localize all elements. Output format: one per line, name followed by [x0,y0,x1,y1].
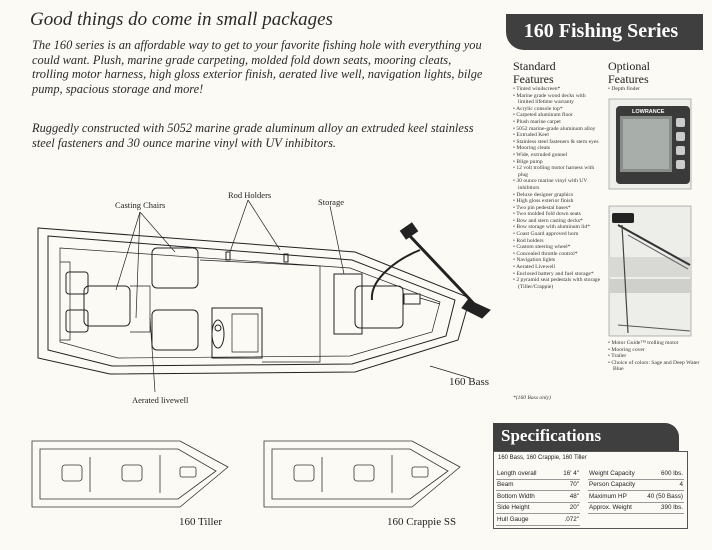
spec-value: 16' 4" [554,468,580,480]
feature-item: Wide, extruded gunnel [513,152,601,159]
series-title: 160 Fishing Series [523,20,679,42]
feature-item: Bow storage with aluminum lid* [513,224,601,231]
feature-item: Acrylic console top* [513,106,601,113]
spec-models: 160 Bass, 160 Crappie, 160 Tiller [498,455,587,461]
front-seat [354,285,404,329]
spec-value: 600 lbs. [641,468,684,480]
footnote: *(160 Bass only) [513,395,551,401]
spec-label: Side Height [496,502,555,514]
optional-features-list-top: Depth finder [608,86,704,93]
feature-item: Aerated Livewell [513,264,601,271]
optional-features-list-bottom: Motor Guide™ trolling motorMooring cover… [608,340,704,373]
feature-item: Bilge pump [513,159,601,166]
spec-label: Hull Gauge [496,513,555,526]
label-160-tiller: 160 Tiller [179,516,223,528]
feature-item: Two pin pedestal bases* [513,205,601,212]
crappie-boat-diagram [263,440,461,508]
feature-item: Deluxe designer graphics [513,192,601,199]
feature-item: Coast Guard approved horn [513,231,601,238]
spec-value: 4 [641,479,684,491]
label-aerated-livewell: Aerated livewell [132,395,189,405]
spec-value: .072" [554,513,580,526]
right-panel: 160 Fishing Series Standard Features Opt… [496,0,712,550]
feature-item: Motor Guide™ trolling motor [608,340,704,347]
series-banner: 160 Fishing Series [506,14,703,50]
casting-chair-left [151,247,199,289]
feature-item: Stainless steel fasteners & stern eyes [513,139,601,146]
feature-item: Depth finder [608,86,704,93]
spec-label: Bottom Width [496,490,555,503]
feature-item: High gloss exterior finish [513,198,601,205]
spec-value: 48" [554,490,580,503]
standard-features-heading: Standard Features [513,59,556,86]
feature-item: Choice of colors: Sage and Deep Water Bl… [608,360,704,373]
trolling-motor-image [608,205,692,337]
feature-item: Mooring cover [608,347,704,354]
spec-label: Weight Capacity [588,468,642,480]
feature-item: Tinted windscreen* [513,86,601,93]
feature-item: Enclosed battery and fuel storage* [513,271,601,278]
rear-seat [83,285,131,327]
feature-item: Trailer [608,353,704,360]
intro-paragraph: The 160 series is an affordable way to g… [32,38,483,96]
spec-value: 40 (50 Bass) [641,490,684,503]
headline: Good things do come in small packages [30,9,333,30]
specifications-box: 160 Bass, 160 Crappie, 160 Tiller Length… [493,451,688,529]
spec-value: 70" [554,479,580,491]
label-rod-holders: Rod Holders [228,190,272,200]
spec-label: Maximum HP [588,490,642,503]
label-storage: Storage [318,197,344,207]
feature-item: Concealed throttle control* [513,251,601,258]
left-panel: Good things do come in small packages Th… [30,9,491,528]
feature-item: Two molded fold down seats [513,211,601,218]
label-casting-chairs: Casting Chairs [115,200,166,210]
storage-hatch [333,273,363,335]
brand-logo: LOWRANCE [632,109,665,115]
feature-item: Rod holders [513,238,601,245]
console [211,307,263,359]
bass-boat-diagram [37,199,491,393]
feature-item: Navigation lights [513,257,601,264]
feature-item: 5052 marine-grade aluminum alloy [513,126,601,133]
feature-item: Marine grade wood decks with limited lif… [513,93,601,106]
feature-item: Extruded Keel [513,132,601,139]
construction-paragraph: Ruggedly constructed with 5052 marine gr… [32,121,474,150]
label-160-crappie-ss: 160 Crappie SS [387,516,457,528]
spec-value: 390 lbs. [641,502,684,514]
spec-label: Person Capacity [588,479,642,491]
feature-item: 2 pyramid seat pedestals with storage (T… [513,277,601,290]
specifications-title: Specifications [501,426,602,445]
standard-features-list: Tinted windscreen*Marine grade wood deck… [513,86,601,290]
spec-row: Hull Gauge.072" [496,513,580,526]
spec-value: 20" [554,502,580,514]
spec-label: Length overall [496,468,555,480]
tiller-boat-diagram [31,440,229,508]
spec-label: Beam [496,479,555,491]
feature-item: Carpeted aluminum floor [513,112,601,119]
feature-item: 30 ounce marine vinyl with UV inhibitors [513,178,601,191]
feature-item: Bow and stern casting decks* [513,218,601,225]
casting-chair-right [151,309,199,351]
spec-label: Approx. Weight [588,502,642,514]
feature-item: Custom steering wheel* [513,244,601,251]
optional-features-heading: Optional Features [608,59,650,86]
feature-item: Plush marine carpet [513,119,601,126]
specifications-header: Specifications [493,423,679,451]
feature-item: 12 volt trolling motor harness with plug [513,165,601,178]
hull-outline [37,227,471,375]
feature-item: Mooring cleats [513,145,601,152]
label-160-bass: 160 Bass [449,376,490,388]
depth-finder-image: LOWRANCE [608,98,692,190]
